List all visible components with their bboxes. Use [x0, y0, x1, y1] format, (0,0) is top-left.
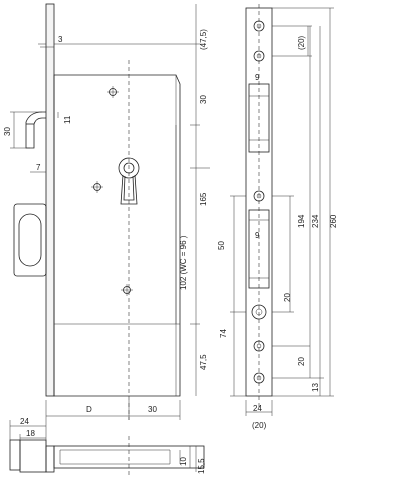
front-view: 3 (47,5) 30 30 11 7 165 102 (WC = 96 ) 4… [3, 3, 210, 420]
dim-47-5-bottom: 47,5 [199, 354, 208, 370]
side-view: (20) 9 50 9 194 234 260 20 74 20 13 24 (… [217, 4, 338, 430]
faceplate-screw-hole-icon [253, 50, 265, 62]
dim-10-plan: 10 [179, 457, 188, 466]
dim-24-plan: 24 [20, 417, 29, 426]
dim-20-top: (20) [297, 35, 306, 50]
dim-3: 3 [58, 35, 63, 44]
faceplate-screw-hole-icon [253, 190, 265, 202]
dim-165: 165 [199, 192, 208, 206]
dim-234: 234 [311, 214, 320, 228]
faceplate-screw-hole-icon [253, 372, 265, 384]
dim-30-upper: 30 [199, 95, 208, 104]
latch-bolt [25, 111, 46, 149]
dim-194: 194 [297, 214, 306, 228]
dim-9-top: 9 [255, 73, 260, 82]
dim-15-5-plan: 15,5 [197, 458, 206, 474]
dim-30-latch: 30 [3, 127, 12, 136]
dim-24-side: 24 [253, 404, 262, 413]
faceplate-screw-hole-icon [251, 304, 267, 320]
dim-47-5-top: (47,5) [199, 29, 208, 50]
dim-74: 74 [219, 329, 228, 338]
dim-D: D [86, 405, 92, 414]
faceplate-screw-hole-icon [253, 20, 265, 32]
mounting-screw-icon [121, 284, 133, 296]
euro-cylinder-keyhole [118, 157, 140, 205]
front-faceplate [45, 3, 55, 397]
dim-102: 102 (WC = 96 ) [179, 235, 188, 290]
dim-9-mid: 9 [255, 231, 260, 240]
dim-260: 260 [329, 214, 338, 228]
dim-13: 13 [311, 383, 320, 392]
faceplate-screw-hole-icon [253, 340, 265, 352]
hook-bolt-slot [13, 203, 47, 277]
dim-11: 11 [63, 115, 72, 124]
dim-50: 50 [217, 241, 226, 250]
dim-20-low: 20 [297, 357, 306, 366]
dim-30-bottom: 30 [148, 405, 157, 414]
dim-7: 7 [36, 163, 41, 172]
plan-view: 24 18 10 15,5 [9, 417, 206, 478]
mounting-screw-icon [107, 86, 119, 98]
dim-18-plan: 18 [26, 429, 35, 438]
dim-20-mid: 20 [283, 293, 292, 302]
dim-20-bottom: (20) [252, 421, 267, 430]
front-case-body [53, 74, 181, 397]
mounting-screw-icon [91, 181, 103, 193]
